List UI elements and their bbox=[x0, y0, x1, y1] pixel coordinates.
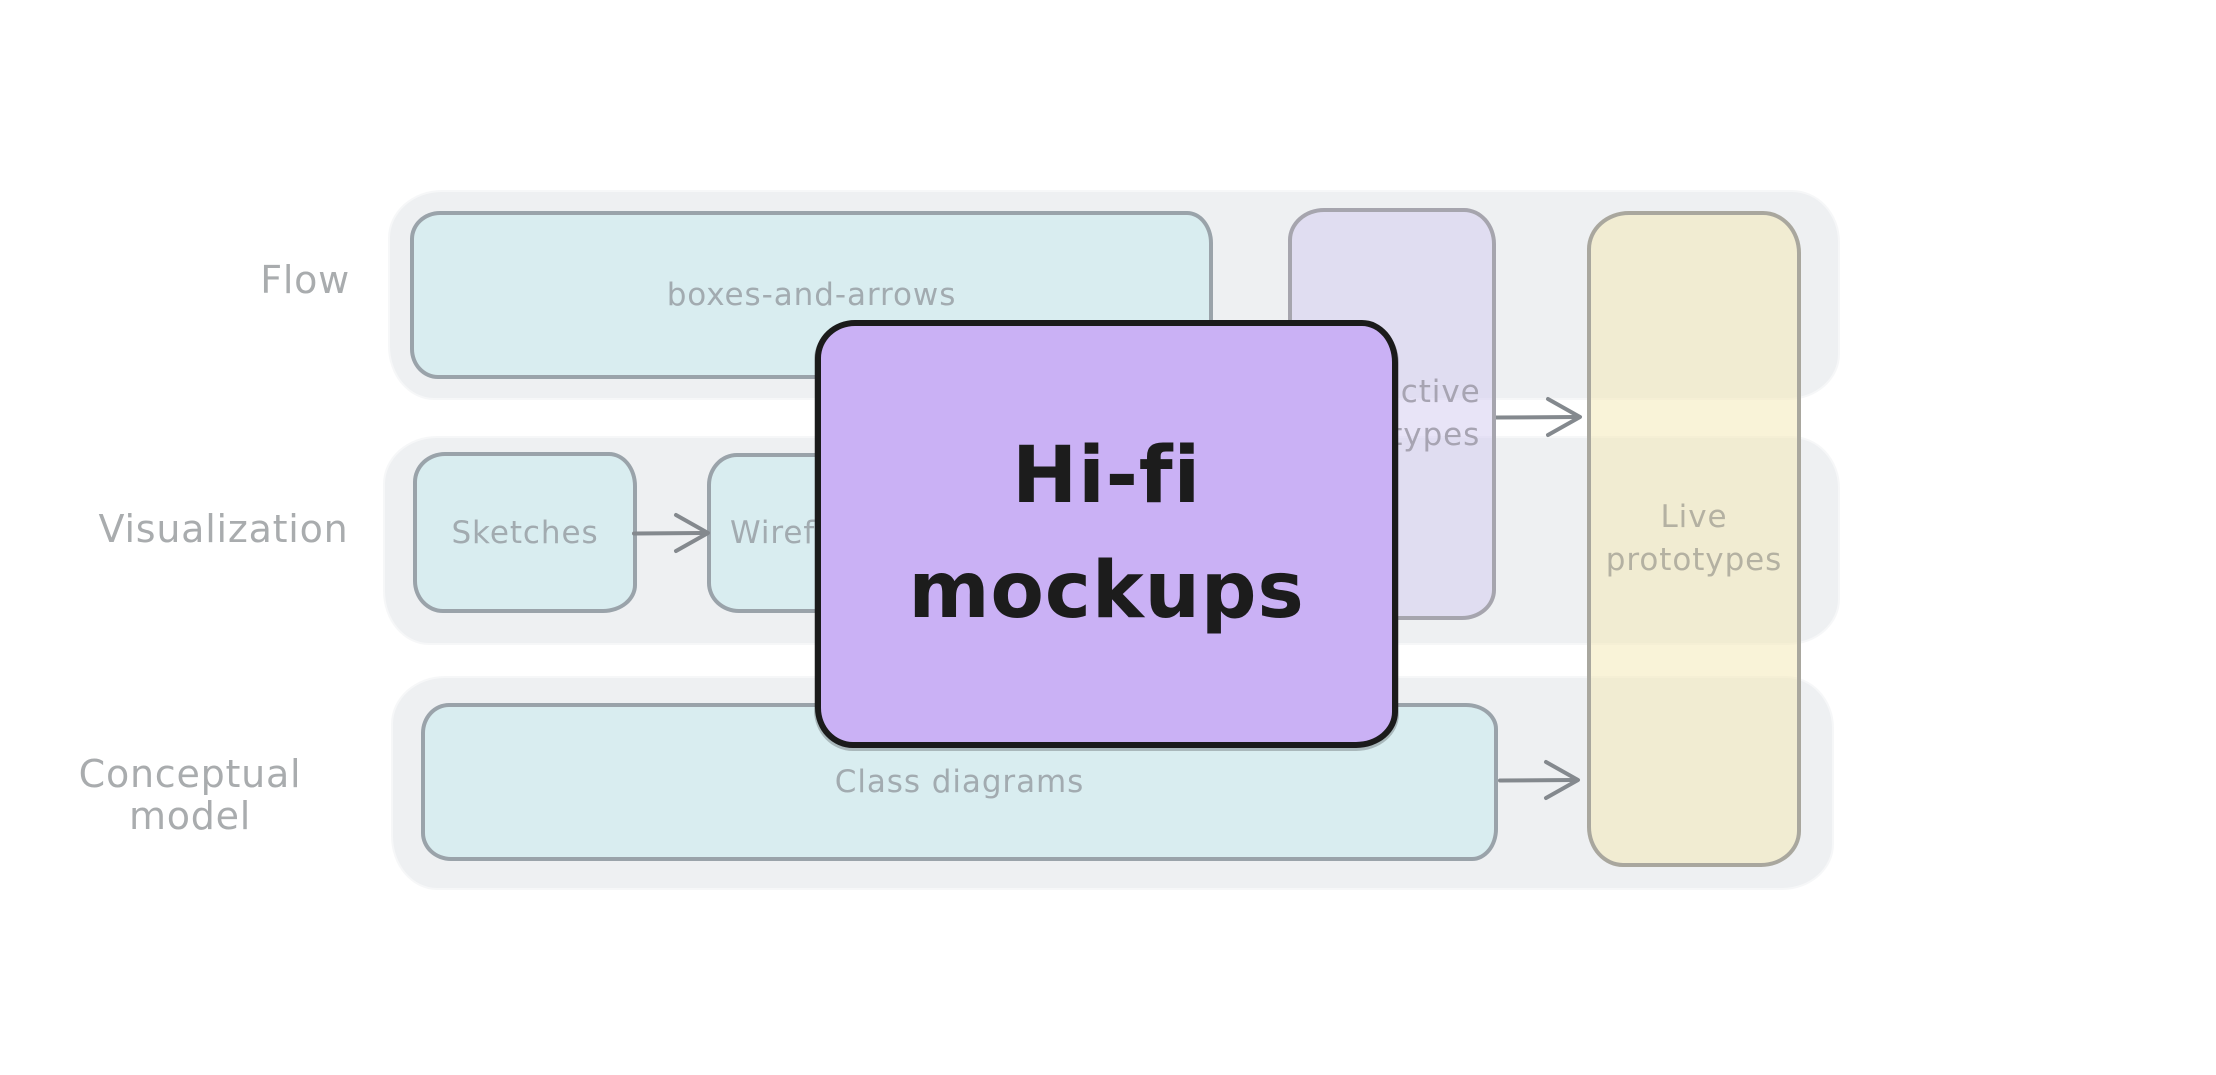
node-live-prototypes[interactable]: Live prototypes bbox=[1587, 211, 1801, 867]
arrow-interactive-to-live[interactable] bbox=[1488, 389, 1592, 445]
node-live-prototypes-label: Live prototypes bbox=[1605, 499, 1783, 578]
node-class-diagrams-label: Class diagrams bbox=[834, 764, 1085, 800]
row-label-conceptual-model: Conceptual model bbox=[78, 752, 302, 838]
node-hi-fi-mockups-label: Hi-fi mockups bbox=[908, 430, 1305, 636]
arrow-class-to-live[interactable] bbox=[1492, 752, 1588, 808]
arrow-sketches-to-wireframes[interactable] bbox=[628, 505, 720, 561]
node-sketches-label: Sketches bbox=[451, 514, 599, 551]
node-boxes-and-arrows-label: boxes-and-arrows bbox=[666, 277, 957, 313]
row-label-flow: Flow bbox=[260, 258, 350, 302]
node-sketches[interactable]: Sketches bbox=[413, 452, 637, 613]
row-label-visualization: Visualization bbox=[98, 507, 349, 551]
node-hi-fi-mockups[interactable]: Hi-fi mockups bbox=[815, 320, 1398, 748]
